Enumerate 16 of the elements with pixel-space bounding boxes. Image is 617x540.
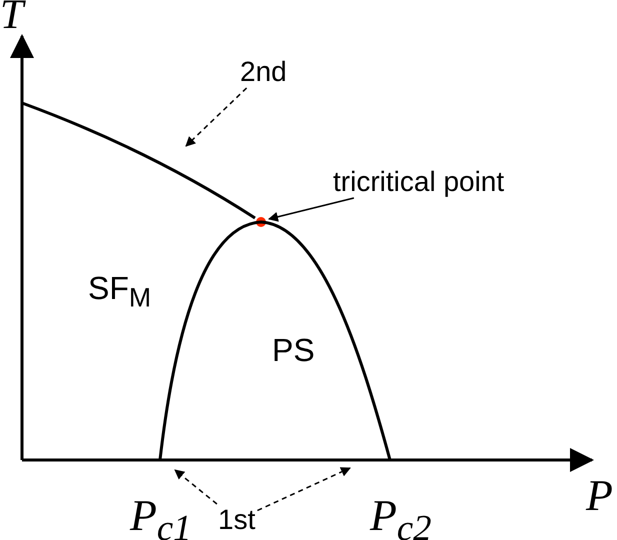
leader-line xyxy=(268,197,354,222)
axis-label: P xyxy=(586,474,613,518)
leader-line xyxy=(185,87,248,147)
axis-label: T xyxy=(0,0,24,36)
leader-line xyxy=(257,467,351,512)
phase-boundary-curve xyxy=(21,102,256,220)
axis-tick-label: P$_{c1}$ xyxy=(130,494,192,540)
region-label: PS xyxy=(272,334,315,366)
leader-line xyxy=(174,469,218,505)
annotation-text: tricritical point xyxy=(333,168,504,196)
annotation-text: 1st xyxy=(218,506,256,534)
phase-boundary-curve xyxy=(158,220,392,460)
tricritical-point xyxy=(256,217,266,227)
region-label: SF$_{M}$ xyxy=(88,272,152,312)
axis-tick-label: P$_{c2}$ xyxy=(370,494,432,540)
annotation-text: 2nd xyxy=(240,58,287,86)
